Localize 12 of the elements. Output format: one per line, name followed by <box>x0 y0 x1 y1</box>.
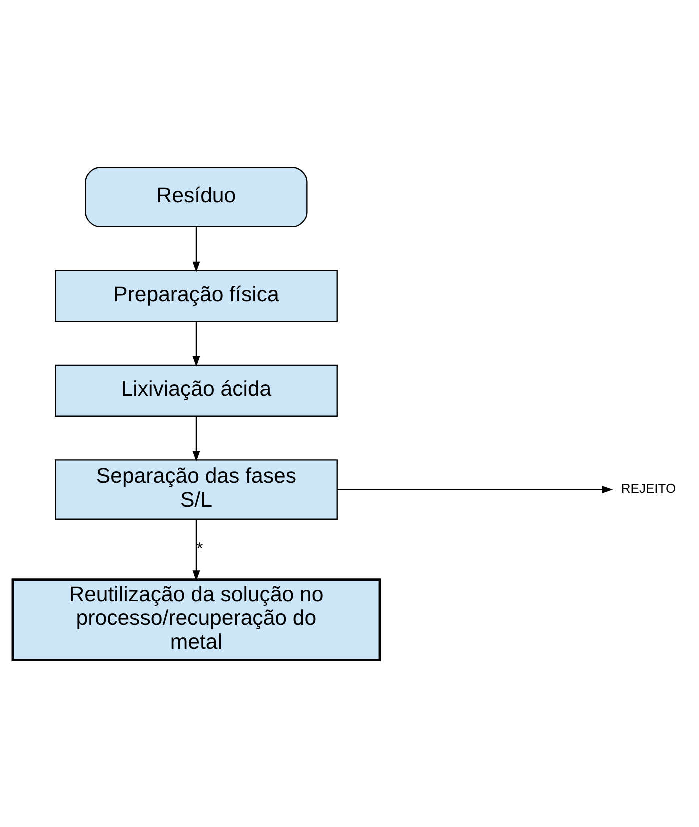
arrow <box>192 226 200 272</box>
node-box: Preparação física <box>54 270 338 322</box>
node-box: Reutilização da solução no processo/recuperação do metal <box>12 578 382 661</box>
node-text: REJEITO <box>621 480 676 496</box>
edge-label: * <box>196 538 204 558</box>
arrow <box>192 519 200 581</box>
node-box: Resíduo <box>85 166 308 228</box>
arrow <box>192 416 200 462</box>
node-box: Separação das fases S/L <box>54 459 338 520</box>
node-box: Lixiviação ácida <box>54 364 338 416</box>
arrow <box>192 322 200 367</box>
arrow <box>337 486 614 493</box>
